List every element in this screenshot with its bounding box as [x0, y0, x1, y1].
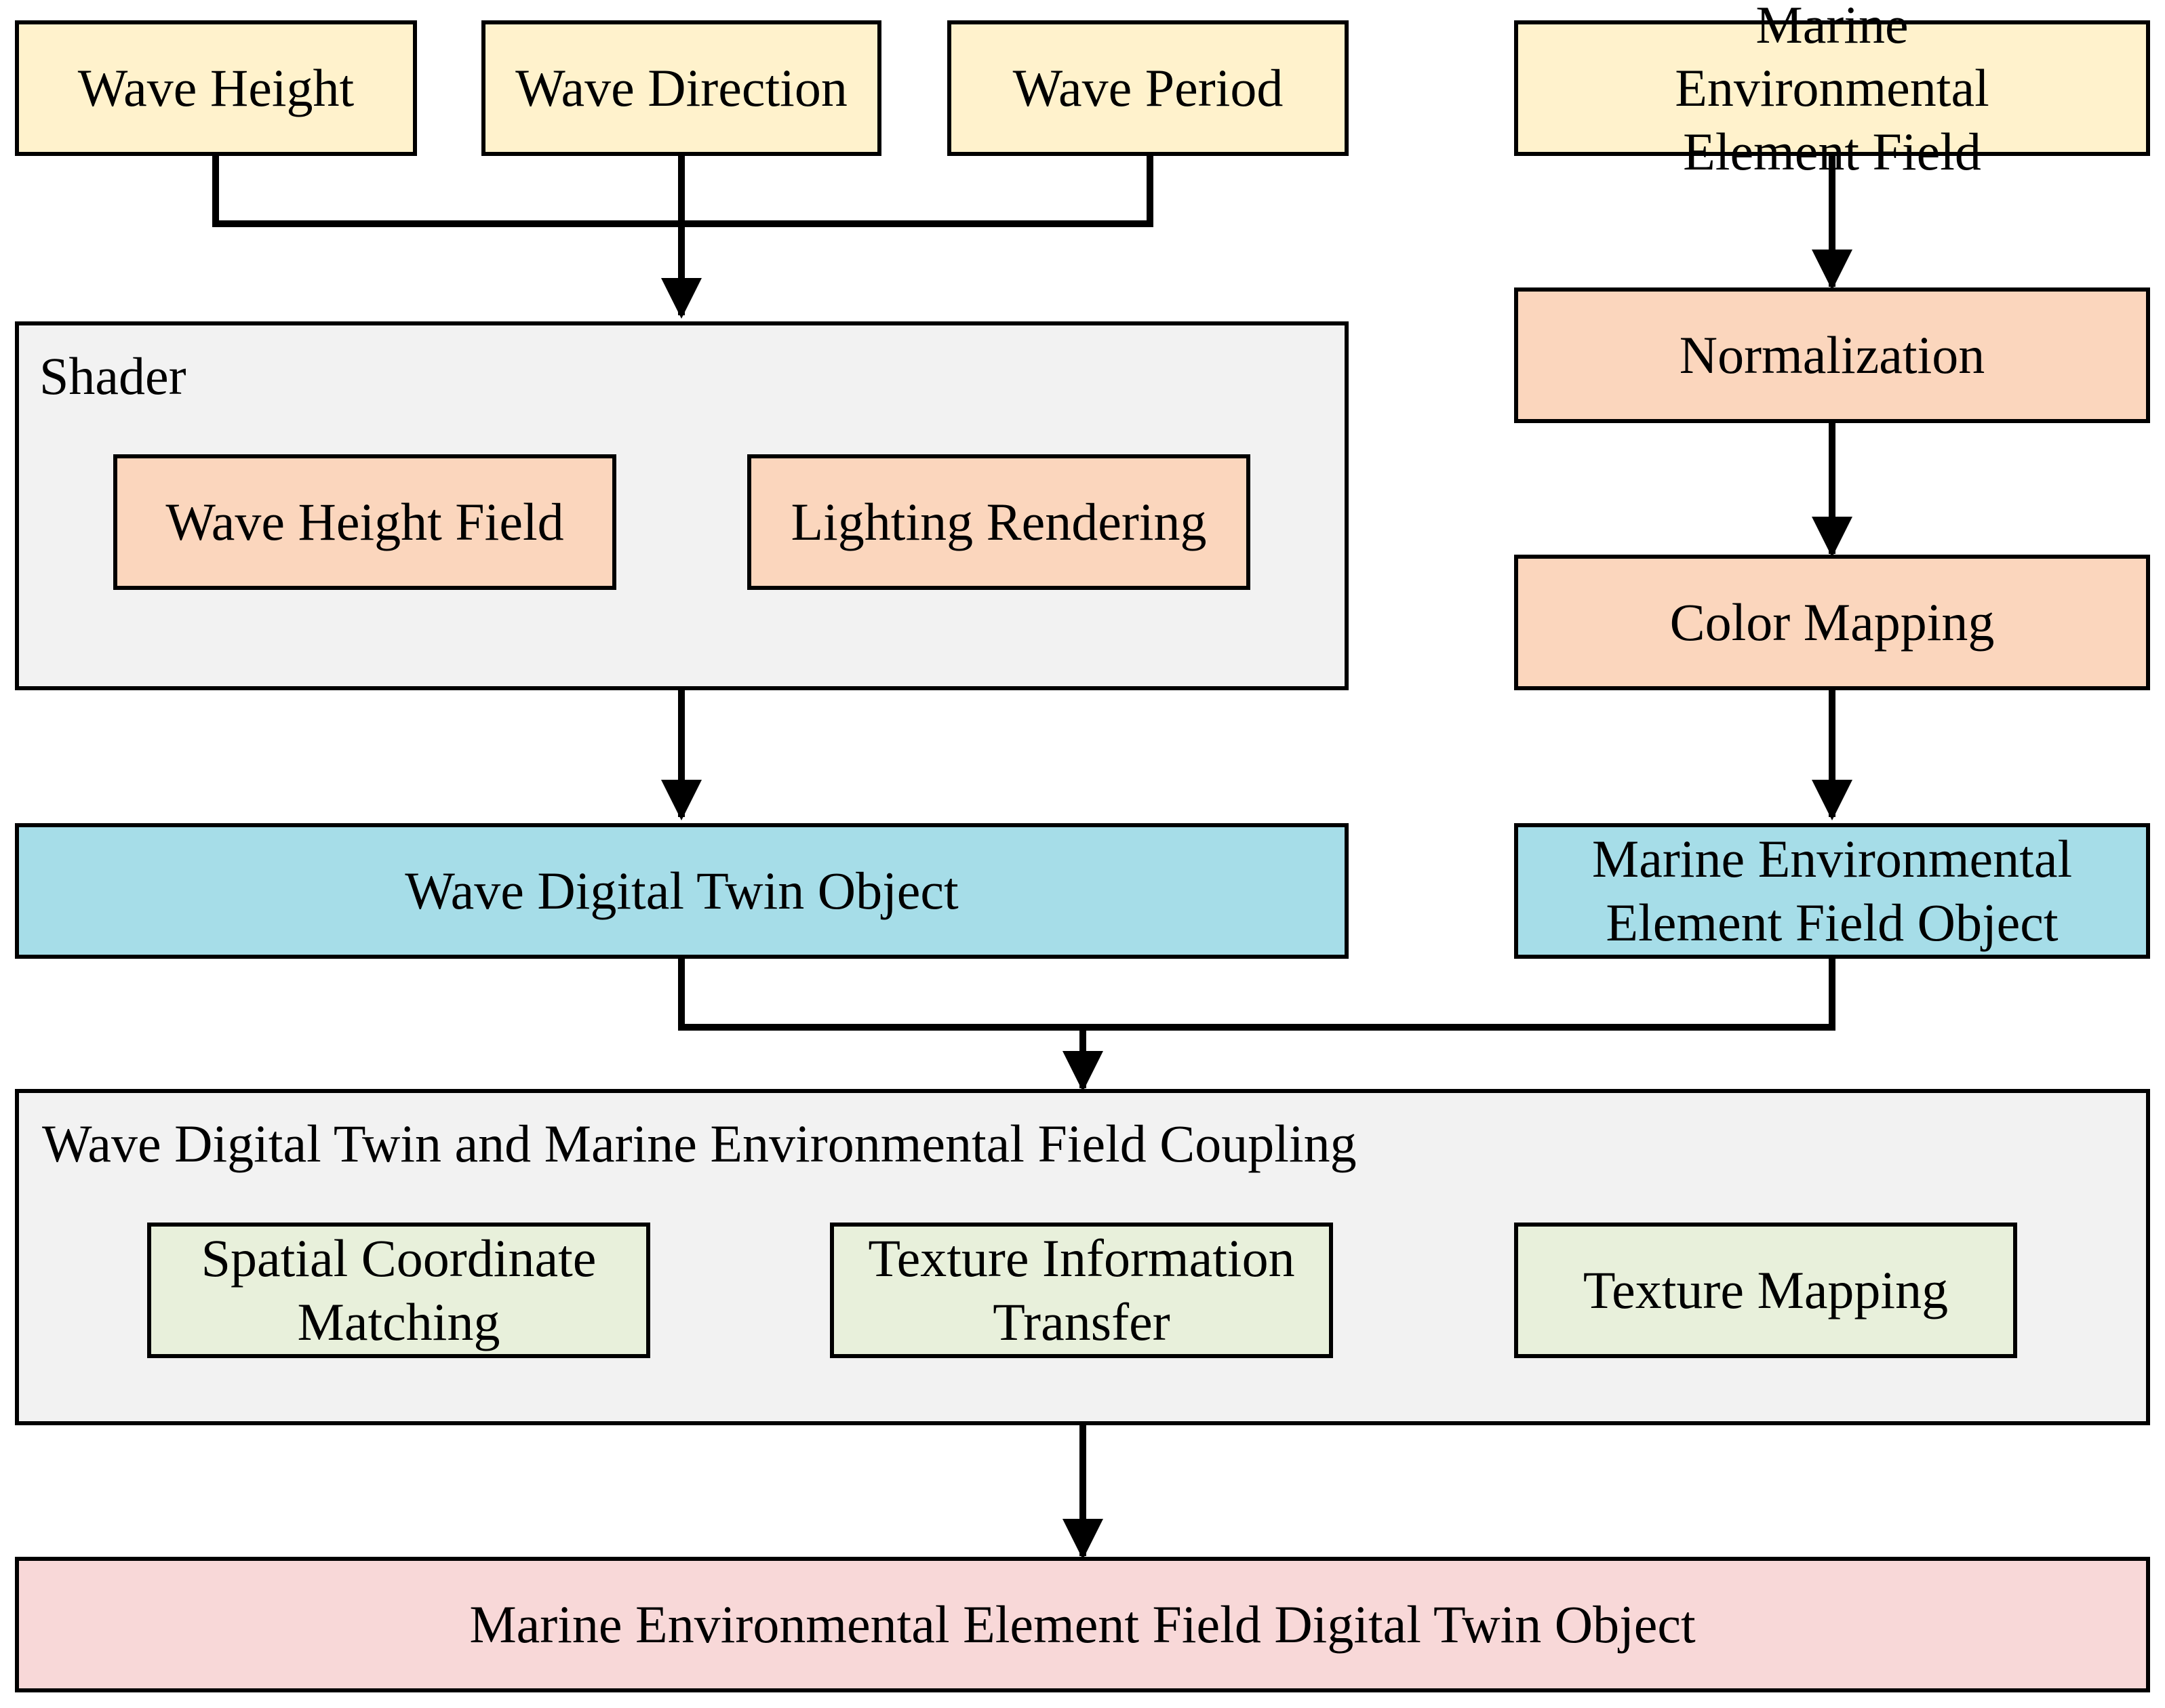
color-mapping-label: Color Mapping: [1669, 593, 1995, 652]
marine-field-box: Marine Environmental Element Field: [1514, 0, 2150, 181]
marine-field-object-box: Marine Environmental Element Field Objec…: [1514, 823, 2150, 959]
final-object-box: Marine Environmental Element Field Digit…: [15, 1557, 2150, 1692]
wave-height-field-label: Wave Height Field: [165, 492, 564, 552]
connector-objects-merge: [678, 955, 1835, 1031]
shader-title: Shader: [39, 346, 186, 405]
wave-height-box: Wave Height: [15, 20, 417, 156]
wave-twin-object-label: Wave Digital Twin Object: [405, 861, 959, 921]
wave-height-label: Wave Height: [77, 58, 355, 118]
wave-period-label: Wave Period: [1012, 58, 1284, 118]
marine-field-label: Marine Environmental Element Field: [1675, 0, 1989, 181]
spatial-matching-box: Spatial Coordinate Matching: [147, 1223, 650, 1358]
color-mapping-box: Color Mapping: [1514, 555, 2150, 690]
wave-period-box: Wave Period: [947, 20, 1349, 156]
normalization-box: Normalization: [1514, 287, 2150, 423]
wave-twin-object-box: Wave Digital Twin Object: [15, 823, 1349, 959]
wave-direction-box: Wave Direction: [481, 20, 881, 156]
marine-field-object-label: Marine Environmental Element Field Objec…: [1591, 829, 2073, 952]
final-object-label: Marine Environmental Element Field Digit…: [469, 1595, 1696, 1654]
texture-transfer-box: Texture Information Transfer: [830, 1223, 1333, 1358]
wave-direction-label: Wave Direction: [515, 58, 848, 118]
texture-transfer-label: Texture Information Transfer: [868, 1229, 1295, 1351]
texture-mapping-box: Texture Mapping: [1514, 1223, 2017, 1358]
coupling-title: Wave Digital Twin and Marine Environment…: [42, 1114, 1357, 1173]
normalization-label: Normalization: [1679, 325, 1985, 385]
wave-height-field-box: Wave Height Field: [113, 454, 616, 590]
lighting-rendering-label: Lighting Rendering: [791, 492, 1207, 552]
texture-mapping-label: Texture Mapping: [1583, 1260, 1949, 1320]
lighting-rendering-box: Lighting Rendering: [747, 454, 1250, 590]
spatial-matching-label: Spatial Coordinate Matching: [201, 1229, 597, 1351]
